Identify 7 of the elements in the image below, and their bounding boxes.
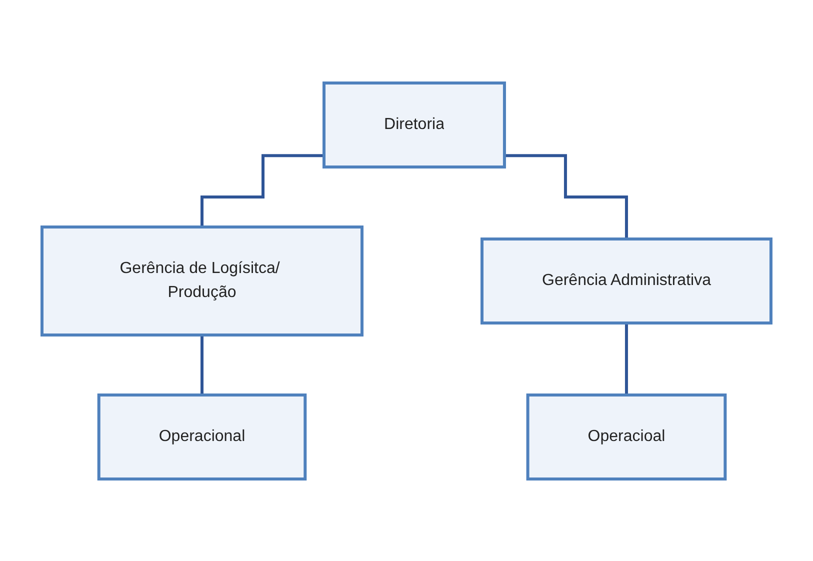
node-box: Operacional — [97, 393, 307, 480]
node-box: Diretoria — [322, 81, 506, 168]
node-box: Gerência de Logísitca/ Produção — [40, 225, 364, 336]
connector — [504, 154, 628, 240]
node-box: Gerência Administrativa — [480, 237, 772, 324]
connector — [200, 154, 324, 228]
node-box: Operacioal — [526, 393, 727, 480]
